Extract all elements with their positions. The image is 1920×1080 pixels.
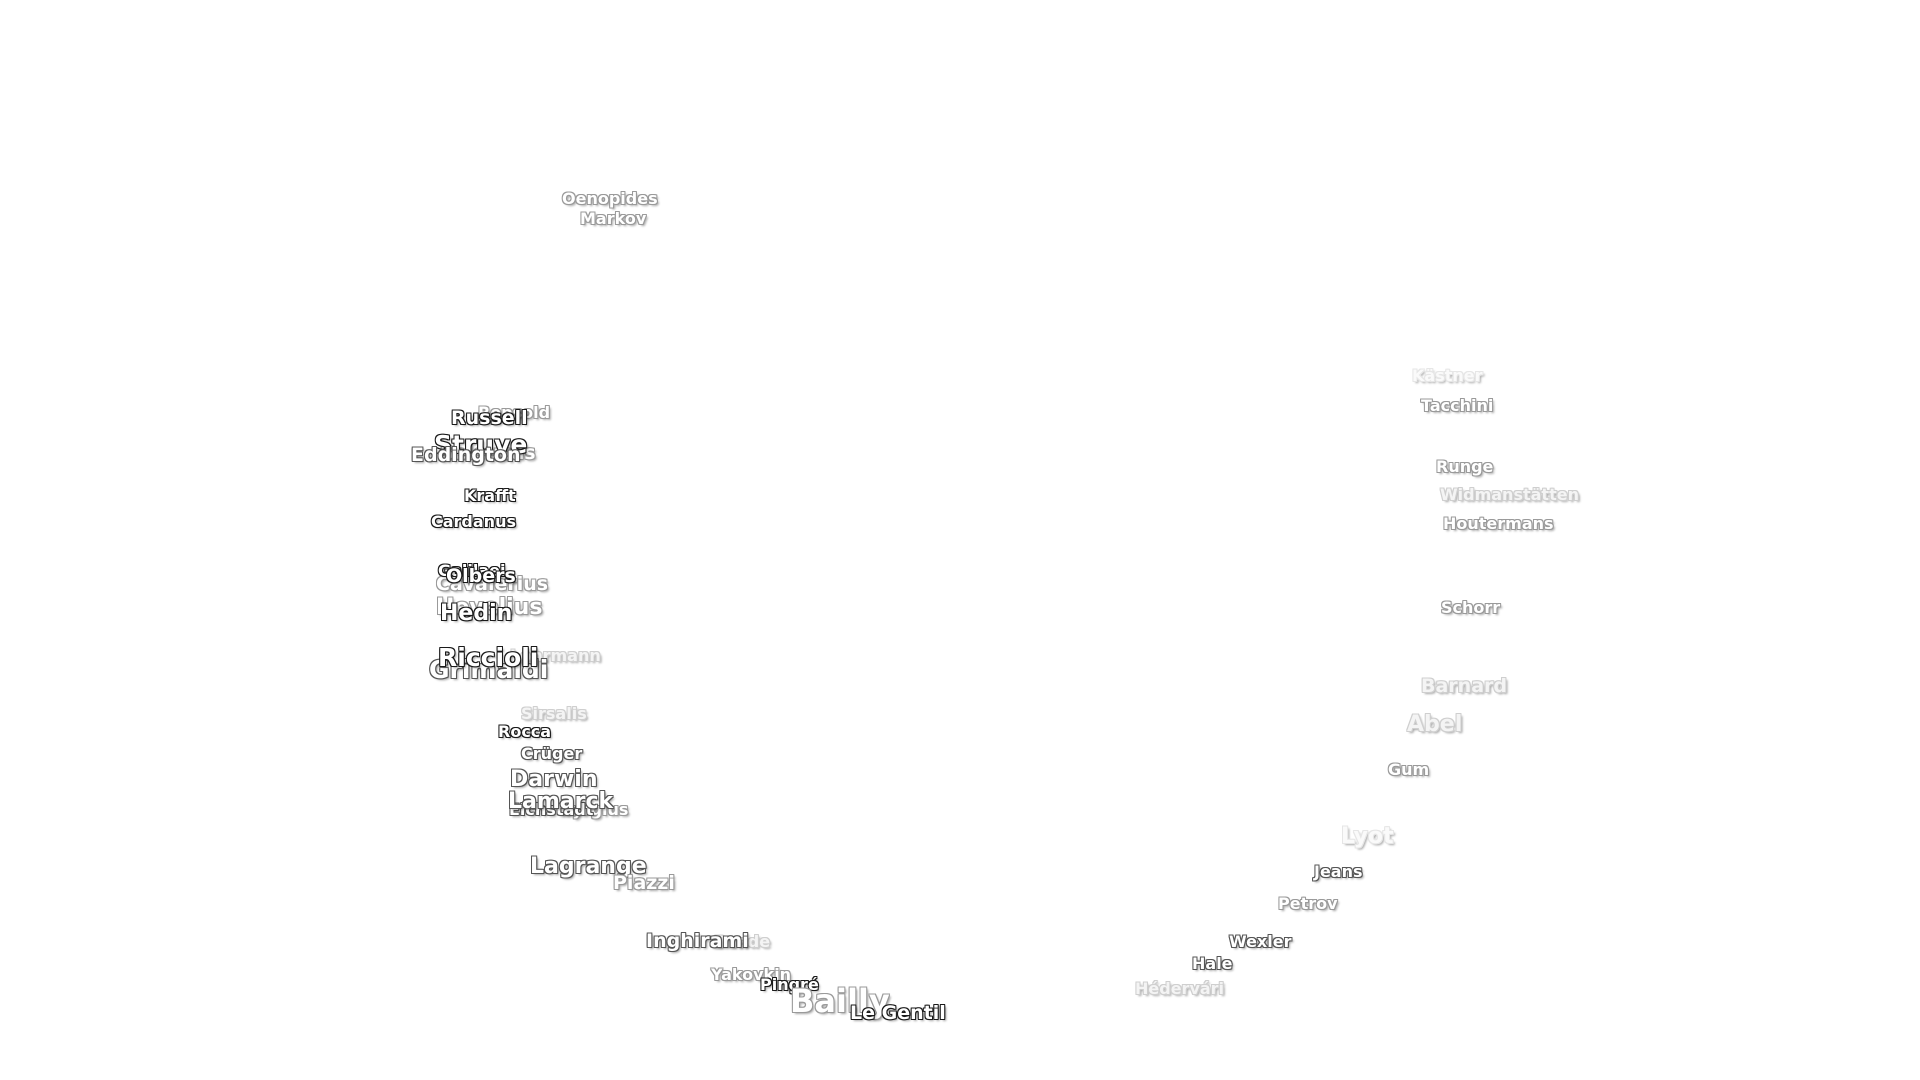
crater-label-lagrange[interactable]: Lagrange bbox=[530, 854, 647, 879]
crater-label-riccioli[interactable]: Riccioli bbox=[438, 643, 539, 672]
crater-label-olbers[interactable]: Olbers bbox=[446, 565, 516, 587]
crater-label-lamarck[interactable]: Lamarck bbox=[508, 789, 614, 814]
crater-label-hedervari[interactable]: Hédervári bbox=[1135, 979, 1225, 998]
crater-label-piazzi[interactable]: Piazzi bbox=[613, 872, 675, 894]
crater-label-cruger[interactable]: Crüger bbox=[521, 744, 583, 763]
crater-label-inghirami[interactable]: Inghirami bbox=[646, 930, 749, 952]
crater-label-le-gentil[interactable]: Le Gentil bbox=[850, 1002, 946, 1024]
crater-label-barnard[interactable]: Barnard bbox=[1421, 675, 1507, 697]
crater-label-struve[interactable]: Struve bbox=[434, 430, 528, 459]
crater-label-eddington[interactable]: Eddington bbox=[411, 444, 521, 466]
crater-label-houtermans[interactable]: Houtermans bbox=[1443, 514, 1554, 533]
crater-label-krafft[interactable]: Krafft bbox=[464, 486, 516, 505]
crater-label-cavalerius[interactable]: Cavalerius bbox=[436, 573, 549, 595]
crater-label-bailly[interactable]: Bailly bbox=[790, 982, 890, 1020]
crater-label-jeans[interactable]: Jeans bbox=[1314, 862, 1363, 881]
crater-label-lyot[interactable]: Lyot bbox=[1341, 824, 1394, 849]
crater-label-grimaldi[interactable]: Grimaldi bbox=[429, 655, 549, 684]
crater-label-wexler[interactable]: Wexler bbox=[1229, 932, 1292, 951]
crater-label-yakovkin[interactable]: Yakovkin bbox=[711, 965, 792, 984]
crater-label-gum[interactable]: Gum bbox=[1388, 760, 1430, 779]
crater-label-markov[interactable]: Markov bbox=[580, 209, 647, 228]
crater-label-hevelius[interactable]: Hevelius bbox=[436, 595, 543, 620]
crater-label-runge[interactable]: Runge bbox=[1436, 457, 1494, 476]
crater-label-pingre[interactable]: Pingré bbox=[760, 975, 819, 994]
crater-label-hedin[interactable]: Hedin bbox=[440, 601, 513, 626]
crater-label-tacchini[interactable]: Tacchini bbox=[1421, 396, 1494, 415]
crater-label-kastner[interactable]: Kästner bbox=[1412, 366, 1483, 385]
crater-label-rocca[interactable]: Rocca bbox=[498, 722, 552, 741]
crater-label-abel[interactable]: Abel bbox=[1407, 712, 1463, 737]
crater-label-byrgius[interactable]: Byrgius bbox=[560, 800, 629, 819]
crater-label-oenopides[interactable]: Oenopides bbox=[562, 189, 658, 208]
crater-label-lohrmann[interactable]: Lohrmann bbox=[510, 646, 601, 665]
crater-label-sirsalis[interactable]: Sirsalis bbox=[521, 704, 587, 723]
crater-label-petrov[interactable]: Petrov bbox=[1278, 894, 1338, 913]
crater-label-darwin[interactable]: Darwin bbox=[510, 767, 598, 792]
crater-label-eichstadt[interactable]: Eichstadt bbox=[509, 800, 594, 819]
crater-label-galilaei[interactable]: Galilaei bbox=[438, 561, 506, 580]
crater-label-cardanus[interactable]: Cardanus bbox=[431, 512, 516, 531]
crater-label-baade[interactable]: Baade bbox=[714, 932, 771, 951]
crater-label-widmanstatten[interactable]: Widmanstätten bbox=[1440, 485, 1579, 504]
crater-label-hale[interactable]: Hale bbox=[1192, 954, 1233, 973]
crater-label-schorr[interactable]: Schorr bbox=[1441, 598, 1501, 617]
crater-label-seleucus[interactable]: Seleucus bbox=[440, 442, 536, 464]
crater-label-russell[interactable]: Russell bbox=[451, 407, 528, 429]
crater-label-repsold[interactable]: Repsold bbox=[478, 403, 551, 422]
